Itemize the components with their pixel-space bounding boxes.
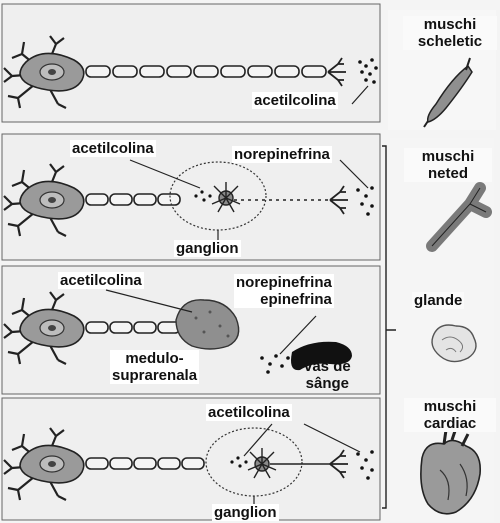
label-acetilcolina-4: acetilcolina [206, 404, 292, 421]
label-acetilcolina-3: acetilcolina [58, 272, 144, 289]
label-acetilcolina-2: acetilcolina [70, 140, 156, 157]
label-medulo-suprarenala: medulo- suprarenala [110, 350, 199, 384]
label-vas-de-sange: vas de sânge [302, 358, 353, 392]
label-muschi-scheletic: muschi scheletic [403, 16, 497, 50]
label-ganglion-4: ganglion [212, 504, 279, 521]
label-norepinefrina-2: norepinefrina [232, 146, 332, 163]
label-acetilcolina-1: acetilcolina [252, 92, 338, 109]
label-ganglion-2: ganglion [174, 240, 241, 257]
label-glande: glande [412, 292, 464, 309]
label-muschi-cardiac: muschi cardiac [404, 398, 496, 432]
label-muschi-neted: muschi neted [404, 148, 492, 182]
label-norepinefrina-epinefrina: norepinefrina epinefrina [234, 274, 334, 308]
